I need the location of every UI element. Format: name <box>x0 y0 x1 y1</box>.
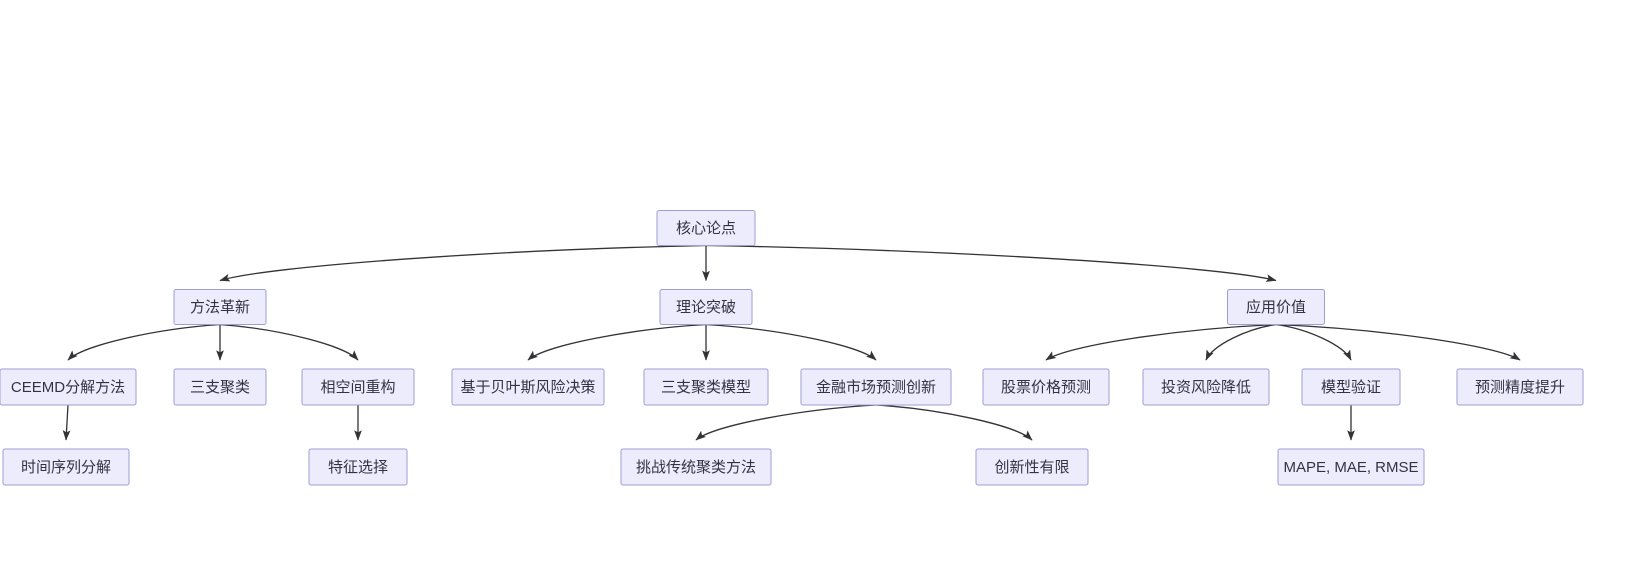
node-fin_market[interactable]: 金融市场预测创新 <box>800 368 952 406</box>
edge-ceemd-to-ts_decomp <box>62 404 71 441</box>
node-root[interactable]: 核心论点 <box>656 210 756 246</box>
edge-fin_market-to-limited <box>875 404 1033 441</box>
node-box-method[interactable] <box>173 289 267 325</box>
edge-theory-to-fin_market <box>705 323 877 361</box>
edge-application-to-accuracy <box>1275 323 1521 361</box>
node-ts_decomp[interactable]: 时间序列分解 <box>2 448 130 486</box>
node-tw_model[interactable]: 三支聚类模型 <box>643 368 769 406</box>
node-phase_space[interactable]: 相空间重构 <box>301 368 415 406</box>
node-box-accuracy[interactable] <box>1456 368 1584 406</box>
node-box-phase_space[interactable] <box>301 368 415 406</box>
edge-application-to-risk_red <box>1205 323 1277 361</box>
node-method[interactable]: 方法革新 <box>173 289 267 325</box>
edge-method-to-phase_space <box>219 323 359 361</box>
node-box-three_clust[interactable] <box>173 368 267 406</box>
edges-layer <box>62 244 1521 441</box>
node-box-risk_red[interactable] <box>1142 368 1270 406</box>
edge-method-to-ceemd <box>67 323 221 361</box>
node-three_clust[interactable]: 三支聚类 <box>173 368 267 406</box>
edge-root-to-application <box>705 244 1277 282</box>
node-box-tw_model[interactable] <box>643 368 769 406</box>
node-box-limited[interactable] <box>975 448 1089 486</box>
node-limited[interactable]: 创新性有限 <box>975 448 1089 486</box>
node-box-feat_sel[interactable] <box>308 448 408 486</box>
node-box-model_val[interactable] <box>1301 368 1401 406</box>
node-ceemd[interactable]: CEEMD分解方法 <box>0 368 137 406</box>
edge-theory-to-bayes <box>527 323 707 361</box>
node-box-fin_market[interactable] <box>800 368 952 406</box>
edge-root-to-method <box>219 244 707 282</box>
edge-application-to-model_val <box>1275 323 1352 361</box>
nodes-layer: 核心论点方法革新 理论突破 应用价值 CEEMD分解方法三支聚类相空间重构基于贝叶斯风… <box>0 210 1584 486</box>
node-box-application[interactable] <box>1227 289 1325 325</box>
node-box-root[interactable] <box>656 210 756 246</box>
node-box-stock_pred[interactable] <box>982 368 1110 406</box>
node-stock_pred[interactable]: 股票价格预测 <box>982 368 1110 406</box>
node-box-bayes[interactable] <box>451 368 605 406</box>
node-model_val[interactable]: 模型验证 <box>1301 368 1401 406</box>
node-challenge[interactable]: 挑战传统聚类方法 <box>620 448 772 486</box>
node-metrics[interactable]: MAPE, MAE, RMSE <box>1277 448 1425 486</box>
node-risk_red[interactable]: 投资风险降低 <box>1142 368 1270 406</box>
node-feat_sel[interactable]: 特征选择 <box>308 448 408 486</box>
node-application[interactable]: 应用价值 <box>1227 289 1325 325</box>
node-box-challenge[interactable] <box>620 448 772 486</box>
edge-fin_market-to-challenge <box>695 404 877 441</box>
node-box-metrics[interactable] <box>1277 448 1425 486</box>
edge-application-to-stock_pred <box>1045 323 1277 361</box>
node-accuracy[interactable]: 预测精度提升 <box>1456 368 1584 406</box>
node-box-ceemd[interactable] <box>0 368 137 406</box>
node-bayes[interactable]: 基于贝叶斯风险决策 <box>451 368 605 406</box>
node-box-theory[interactable] <box>659 289 753 325</box>
node-theory[interactable]: 理论突破 <box>659 289 753 325</box>
node-box-ts_decomp[interactable] <box>2 448 130 486</box>
